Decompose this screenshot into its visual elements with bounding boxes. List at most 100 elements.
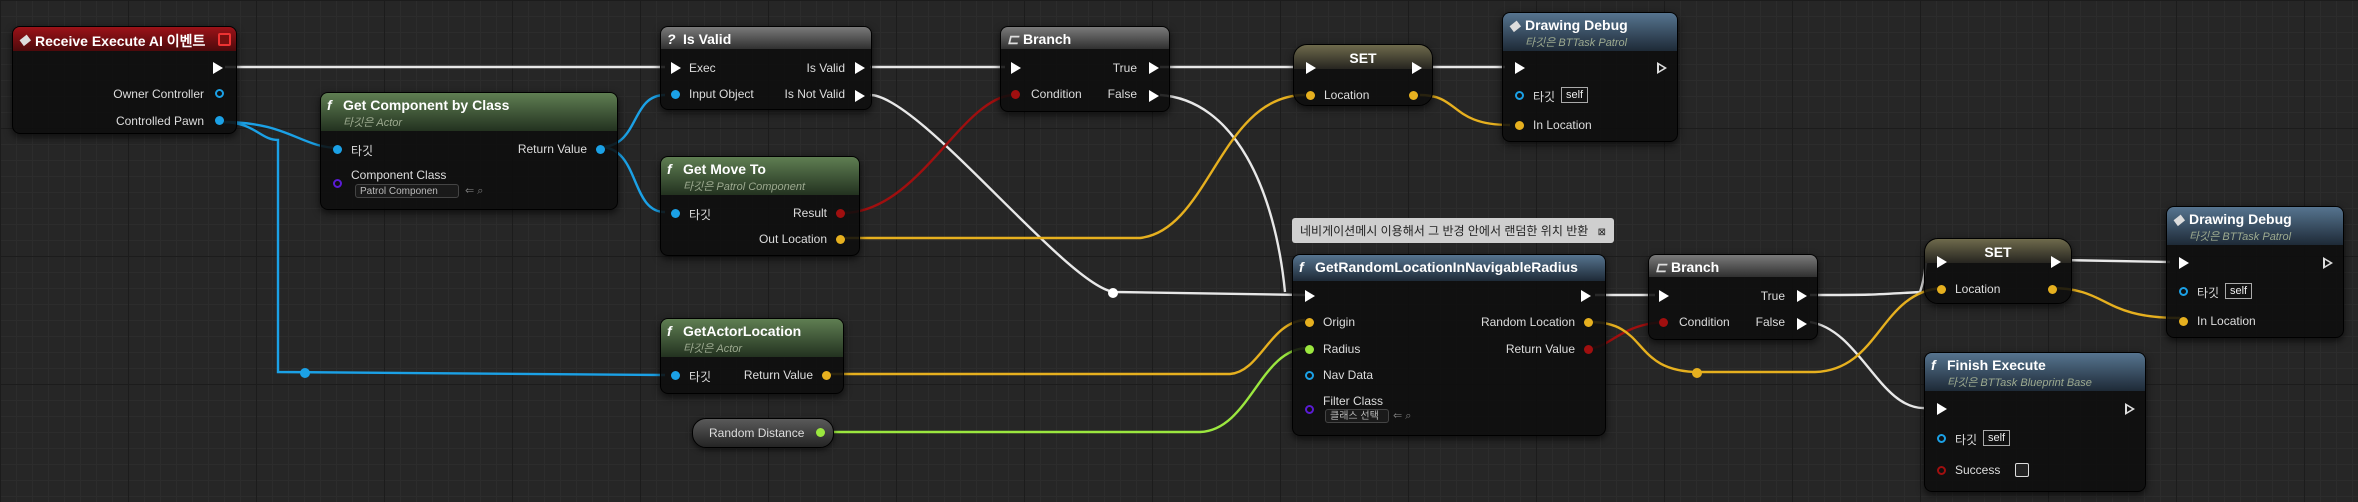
node-title: Get Component by Class	[343, 97, 510, 113]
radius-pin[interactable]	[1305, 345, 1314, 354]
exec-out-pin[interactable]	[213, 62, 223, 74]
comment-close-icon[interactable]: ⊠	[1597, 227, 1607, 238]
comment-text: 네비게이션메시 이용해서 그 반경 안에서 랜덤한 위치 반환	[1300, 224, 1589, 238]
target-pin[interactable]	[671, 371, 680, 380]
branch-node-2[interactable]: ⊏ Branch Condition True False	[1648, 254, 1818, 340]
exec-wire	[1159, 93, 1287, 293]
exec-in-pin[interactable]	[1937, 403, 1947, 415]
nav-data-pin[interactable]	[1305, 371, 1314, 380]
owner-controller-pin[interactable]	[215, 89, 224, 98]
pin-label-in-location: In Location	[2197, 314, 2256, 328]
random-distance-variable[interactable]: Random Distance	[692, 418, 834, 448]
is-valid-node[interactable]: ? Is Valid Exec Input Object Is Valid Is…	[660, 26, 872, 110]
target-default-value[interactable]: self	[1561, 87, 1589, 103]
finish-execute-node[interactable]: f Finish Execute 타깃은 BTTask Blueprint Ba…	[1924, 352, 2146, 492]
exec-out-pin[interactable]	[2323, 257, 2333, 269]
success-pin[interactable]	[1937, 466, 1946, 475]
target-pin[interactable]	[671, 209, 680, 218]
target-pin[interactable]	[2179, 287, 2188, 296]
random-location-pin[interactable]	[1584, 318, 1593, 327]
get-random-location-node[interactable]: f GetRandomLocationInNavigableRadius Ori…	[1292, 254, 1606, 436]
browse-icon[interactable]: ⇐ ⌕	[465, 185, 484, 197]
reroute-node[interactable]	[1692, 368, 1702, 378]
exec-out-pin[interactable]	[1657, 62, 1667, 74]
target-pin[interactable]	[1937, 434, 1946, 443]
input-object-pin[interactable]	[671, 90, 680, 99]
pin-label-input-object: Input Object	[689, 87, 754, 101]
target-pin[interactable]	[1515, 91, 1524, 100]
exec-in-pin[interactable]	[1306, 62, 1316, 74]
get-component-by-class-node[interactable]: f Get Component by Class 타깃은 Actor 타깃 Re…	[320, 92, 618, 210]
node-title: GetActorLocation	[683, 323, 802, 339]
node-header: f GetActorLocation 타깃은 Actor	[661, 319, 843, 357]
pin-label-exec: Exec	[689, 61, 716, 75]
drawing-debug-node-1[interactable]: ◆ Drawing Debug 타깃은 BTTask Patrol 타깃 sel…	[1502, 12, 1678, 142]
get-actor-location-node[interactable]: f GetActorLocation 타깃은 Actor 타깃 Return V…	[660, 318, 844, 394]
exec-out-false[interactable]	[1797, 318, 1807, 330]
filter-class-dropdown[interactable]: 클래스 선택	[1325, 409, 1389, 423]
browse-icon[interactable]: ⇐ ⌕	[1393, 410, 1412, 422]
exec-out-pin[interactable]	[1412, 62, 1422, 74]
location-out-pin[interactable]	[2048, 285, 2057, 294]
target-pin[interactable]	[333, 145, 342, 154]
success-checkbox[interactable]	[2015, 463, 2029, 477]
reroute-node[interactable]	[1108, 288, 1118, 298]
exec-in-pin[interactable]	[1305, 290, 1315, 302]
return-value-pin[interactable]	[1584, 345, 1593, 354]
location-out-pin[interactable]	[1409, 91, 1418, 100]
condition-pin[interactable]	[1011, 90, 1020, 99]
exec-out-true[interactable]	[1149, 62, 1159, 74]
random-distance-out-pin[interactable]	[816, 428, 825, 437]
exec-out-pin[interactable]	[1581, 290, 1591, 302]
branch-node-1[interactable]: ⊏ Branch Condition True False	[1000, 26, 1170, 112]
out-location-pin[interactable]	[836, 235, 845, 244]
exec-in-pin[interactable]	[1515, 62, 1525, 74]
exec-out-true[interactable]	[1797, 290, 1807, 302]
location-in-pin[interactable]	[1937, 285, 1946, 294]
exec-in-pin[interactable]	[2179, 257, 2189, 269]
reroute-node[interactable]	[300, 368, 310, 378]
pin-label-location: Location	[1324, 88, 1370, 102]
exec-out-false[interactable]	[1149, 90, 1159, 102]
exec-wire	[2059, 258, 2171, 264]
target-default-value[interactable]: self	[2225, 283, 2253, 299]
filter-class-pin[interactable]	[1305, 405, 1314, 414]
pin-label-return-value: Return Value	[1505, 342, 1575, 356]
drawing-debug-node-2[interactable]: ◆ Drawing Debug 타깃은 BTTask Patrol 타깃 sel…	[2166, 206, 2344, 338]
exec-in-pin[interactable]	[1011, 62, 1021, 74]
location-in-pin[interactable]	[1306, 91, 1315, 100]
controlled-pawn-pin[interactable]	[215, 116, 224, 125]
condition-pin[interactable]	[1659, 318, 1668, 327]
exec-out-is-valid[interactable]	[855, 62, 865, 74]
in-location-pin[interactable]	[2179, 317, 2188, 326]
delegate-pin-icon[interactable]	[218, 33, 231, 46]
exec-in-pin[interactable]	[1659, 290, 1669, 302]
node-title: Finish Execute	[1947, 357, 2046, 373]
set-node-2[interactable]: SET Location	[1924, 238, 2072, 304]
pin-label-owner-controller: Owner Controller	[113, 87, 204, 101]
result-pin[interactable]	[836, 209, 845, 218]
in-location-pin[interactable]	[1515, 121, 1524, 130]
exec-out-pin[interactable]	[2051, 256, 2061, 268]
node-header: f GetRandomLocationInNavigableRadius	[1293, 255, 1605, 281]
target-default-value[interactable]: self	[1983, 430, 2011, 446]
exec-in-pin[interactable]	[1937, 256, 1947, 268]
origin-pin[interactable]	[1305, 318, 1314, 327]
exec-in-pin[interactable]	[671, 62, 681, 74]
exec-wire	[1809, 258, 1936, 297]
set-node-1[interactable]: SET Location	[1293, 44, 1433, 106]
component-class-dropdown[interactable]: Patrol Componen	[355, 184, 459, 198]
node-subtitle: 타깃은 Actor	[683, 343, 743, 355]
pin-label-nav-data: Nav Data	[1323, 368, 1374, 382]
comment-bubble[interactable]: 네비게이션메시 이용해서 그 반경 안에서 랜덤한 위치 반환 ⊠	[1292, 218, 1615, 243]
variable-label: Random Distance	[709, 426, 805, 440]
return-value-pin[interactable]	[822, 371, 831, 380]
branch-icon: ⊏	[1655, 259, 1667, 275]
get-move-to-node[interactable]: f Get Move To 타깃은 Patrol Component 타깃 Re…	[660, 156, 860, 256]
node-subtitle: 타깃은 BTTask Patrol	[1525, 37, 1628, 49]
event-receive-execute-ai[interactable]: ◆ Receive Execute AI 이벤트 Owner Controlle…	[12, 26, 237, 134]
exec-out-is-not-valid[interactable]	[855, 90, 865, 102]
component-class-pin[interactable]	[333, 179, 342, 188]
return-value-pin[interactable]	[596, 145, 605, 154]
exec-out-pin[interactable]	[2125, 403, 2135, 415]
